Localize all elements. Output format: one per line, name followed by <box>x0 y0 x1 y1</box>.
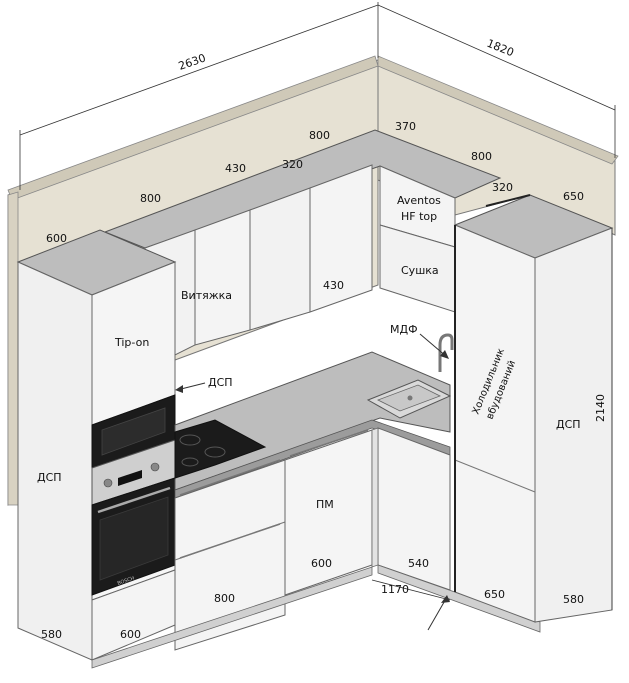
dim-430-top: 430 <box>225 162 246 175</box>
fridge-door-divider <box>454 459 536 493</box>
oven-knob-right-icon[interactable] <box>150 462 160 472</box>
dim-320-right: 320 <box>492 181 513 194</box>
base-corner-side <box>371 427 379 568</box>
mdf-arrow-head-icon <box>440 350 449 359</box>
base-drawer-unit <box>174 459 286 651</box>
label-tip-on: Tip-on <box>114 336 149 349</box>
dim-800-top: 800 <box>309 129 330 142</box>
upper-cabinet-2 <box>194 209 251 346</box>
left-wall-edge <box>7 191 19 506</box>
dim-2140: 2140 <box>594 394 607 422</box>
faucet-icon[interactable] <box>438 333 454 372</box>
dim-580-left: 580 <box>41 628 62 641</box>
fridge-front <box>454 224 536 623</box>
label-vytyazhka: Витяжка <box>181 289 232 302</box>
dim-600-left: 600 <box>46 232 67 245</box>
dim-650-top: 650 <box>563 190 584 203</box>
fridge-top-edge <box>485 194 531 207</box>
dim-650-base: 650 <box>484 588 505 601</box>
label-dsp-right: ДСП <box>556 418 581 431</box>
dim-430-upper: 430 <box>323 279 344 292</box>
label-pm: ПМ <box>316 498 334 511</box>
hob-burner-1-icon <box>179 434 201 446</box>
dim-800-right: 800 <box>471 150 492 163</box>
label-aventos-1: Aventos <box>397 194 441 207</box>
dim-600-base: 600 <box>120 628 141 641</box>
dim-580-right: 580 <box>563 593 584 606</box>
drawer-handle-2[interactable] <box>179 523 281 559</box>
dishwasher-pm <box>284 429 373 596</box>
dim-800-left: 800 <box>140 192 161 205</box>
arrow-head-icon <box>441 595 450 603</box>
label-aventos-2: HF top <box>401 210 437 223</box>
wall-top-right <box>377 55 619 165</box>
dishwasher-handle[interactable] <box>289 429 369 457</box>
label-mdf: МДФ <box>390 323 418 336</box>
microwave-window <box>101 407 166 456</box>
drawer-handle-1[interactable] <box>179 459 281 496</box>
dim-540: 540 <box>408 557 429 570</box>
plinth-left <box>91 566 373 669</box>
sink-drain-icon <box>407 395 413 401</box>
oven-knob-left-icon[interactable] <box>103 478 113 488</box>
oven-brand: BOSCH <box>117 575 136 587</box>
dim-800-base: 800 <box>214 592 235 605</box>
dim-600-pm: 600 <box>311 557 332 570</box>
upper-cabinet-4 <box>309 164 373 313</box>
dim-320-left: 320 <box>282 158 303 171</box>
oven-handle[interactable] <box>97 486 171 514</box>
dim-1820: 1820 <box>485 37 516 60</box>
dsp-arrow-head-icon <box>175 385 183 393</box>
upper-cabinet-3 <box>249 187 311 331</box>
oven-window <box>99 496 169 581</box>
dim-1170: 1170 <box>381 583 409 596</box>
hob-burner-3-icon <box>181 457 199 467</box>
dim-2630: 2630 <box>177 51 208 72</box>
dim-370: 370 <box>395 120 416 133</box>
label-dsp-left: ДСП <box>37 471 62 484</box>
tall-column-side <box>17 261 93 661</box>
label-dsp-wall: ДСП <box>208 376 233 389</box>
hob-burner-2-icon <box>204 446 226 458</box>
dimension-lines <box>19 2 616 610</box>
label-sushka: Сушка <box>401 264 439 277</box>
oven-display <box>118 470 142 486</box>
